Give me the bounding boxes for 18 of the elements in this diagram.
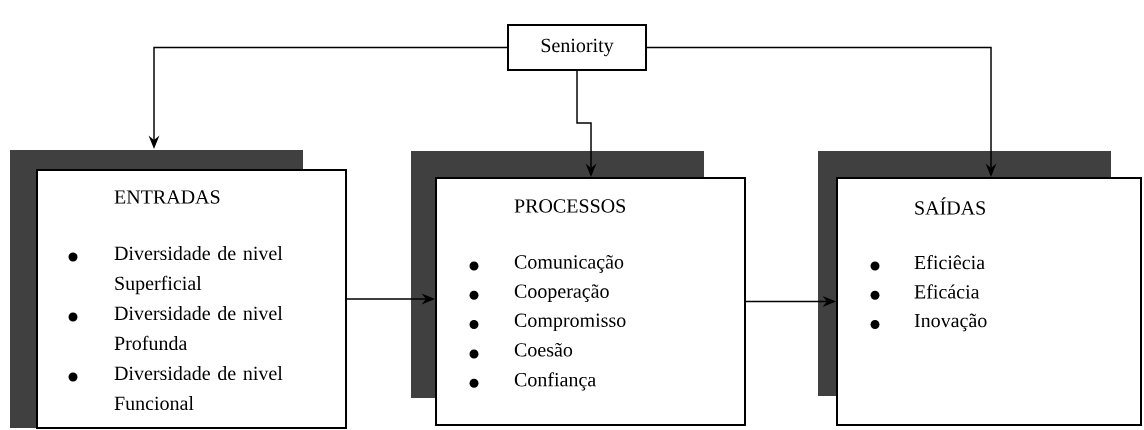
- list-item: Confiança: [514, 372, 596, 391]
- box-heading: PROCESSOS: [514, 199, 625, 213]
- list-item: Comunicação: [514, 255, 624, 273]
- list-item: Cooperação: [514, 284, 609, 303]
- list-item: Diversidade de nivel Superficial: [114, 246, 283, 295]
- label-box: Seniority: [507, 24, 647, 71]
- box-heading: SAÍDAS: [915, 197, 985, 215]
- box-heading: ENTRADAS: [114, 190, 220, 204]
- list-item: Inovação: [914, 313, 987, 332]
- list-item: Diversidade de nivel Funcional: [114, 366, 283, 411]
- content-box: [36, 169, 347, 429]
- list-item: Eficácia: [914, 284, 980, 299]
- content-box: [435, 177, 746, 426]
- content-box: [836, 177, 1142, 426]
- list-item: Diversidade de nivel Profunda: [114, 306, 283, 351]
- list-item: Compromisso: [514, 313, 626, 332]
- list-item: Coesão: [514, 342, 573, 357]
- list-item: Eficiêcia: [914, 255, 985, 270]
